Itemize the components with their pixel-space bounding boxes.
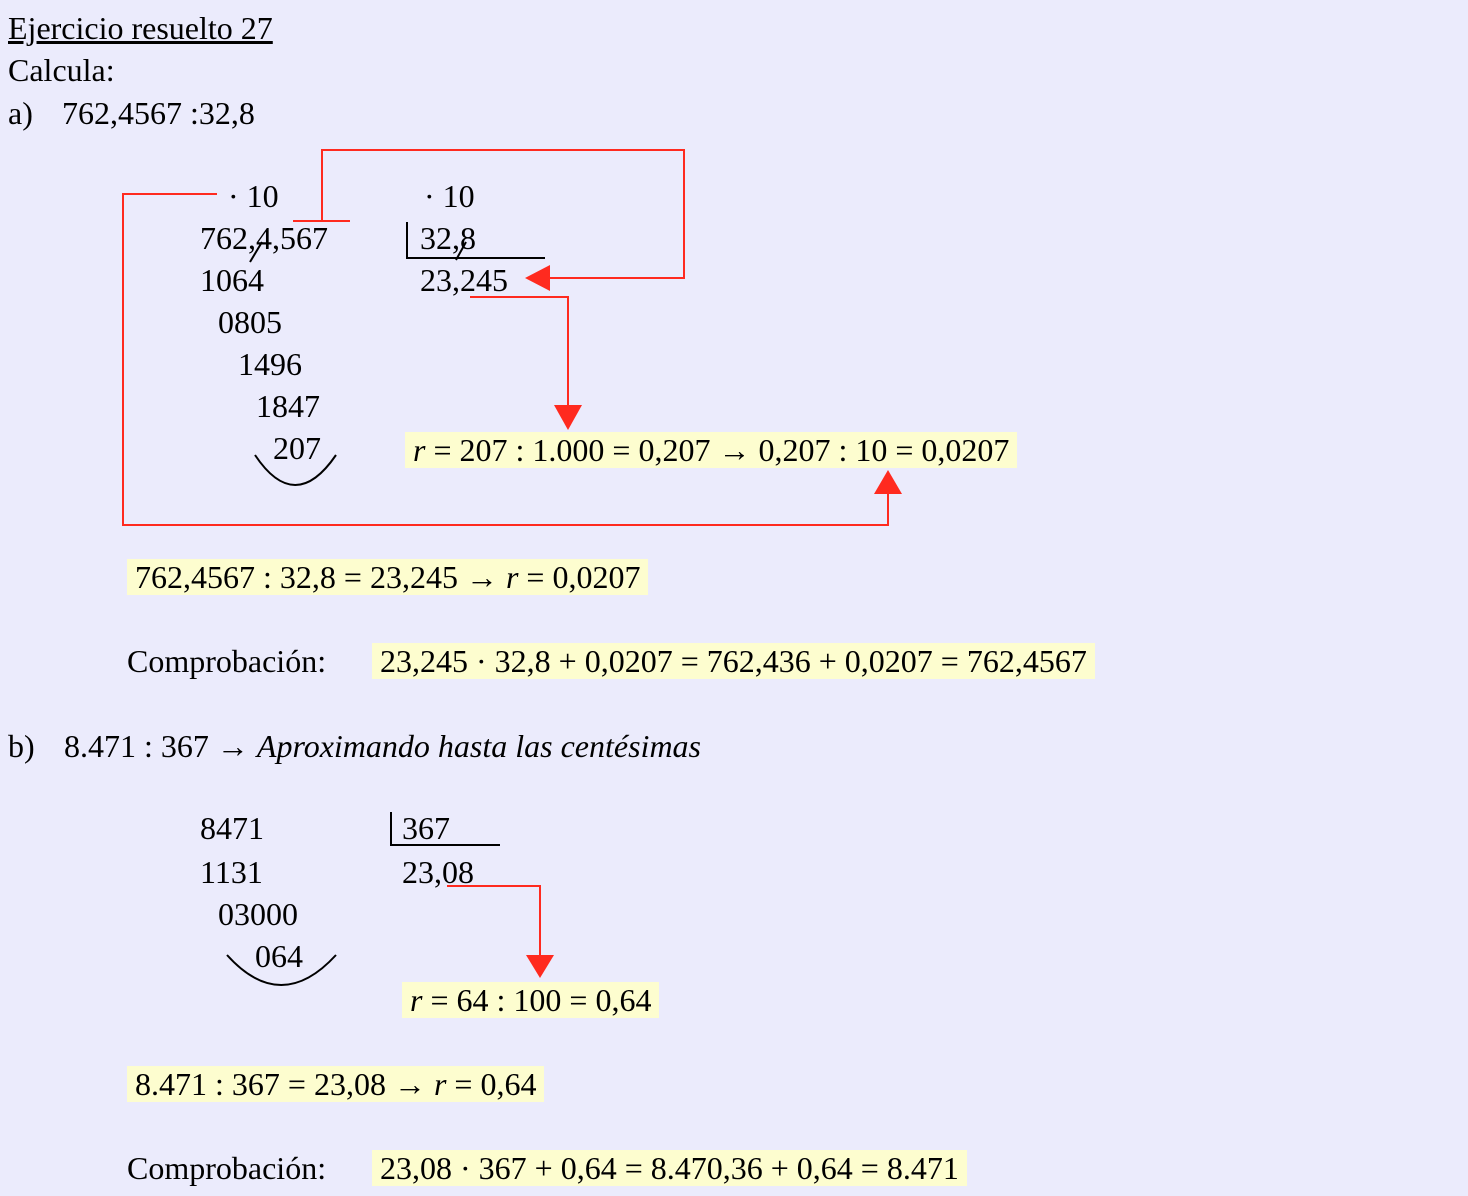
arrow-line-quotient [470, 296, 569, 407]
step-b: 1131 [200, 854, 263, 890]
division-bracket-a [406, 222, 545, 259]
comma-strike-dividend [249, 241, 263, 263]
part-b-problem: 8.471 : 367 → Aproximando hasta las cent… [64, 730, 701, 762]
remainder-arc-a [254, 454, 337, 486]
step-a: 1064 [200, 262, 264, 298]
quotient-a: 23,245 [420, 262, 508, 298]
result-main: 762,4567 : 32,8 = 23,245 → [135, 559, 506, 595]
quotient-b: 23,08 [402, 854, 474, 890]
var-r: r [410, 982, 423, 1018]
remainder-expr-text: = 64 : 100 = 0,64 [422, 982, 652, 1018]
dividend-a: 762,4,567 [200, 220, 328, 256]
remainder-a: 207 [273, 430, 321, 466]
instruction: Calcula: [8, 52, 115, 88]
remainder-b: 064 [255, 938, 303, 974]
divisor-a: 32,8 [420, 220, 476, 256]
step-b: 03000 [218, 896, 298, 932]
mult-left: · 10 [228, 178, 279, 214]
check-label-b: Comprobación: [127, 1150, 327, 1186]
part-b-expr: 8.471 : 367 → [64, 728, 257, 764]
dividend-b: 8471 [200, 810, 264, 846]
check-expression-a: 23,245 · 32,8 + 0,0207 = 762,436 + 0,020… [372, 643, 1095, 679]
var-r: r [433, 1066, 447, 1102]
remainder-arc-b [226, 954, 337, 986]
result-main: 8.471 : 367 = 23,08 → [135, 1066, 434, 1102]
part-a-problem: 762,4567 :32,8 [62, 95, 255, 131]
page-title: Ejercicio resuelto 27 [8, 10, 273, 46]
remainder-expression-a: r = 207 : 1.000 = 0,207 → 0,207 : 10 = 0… [405, 432, 1018, 468]
comma-strike-divisor [455, 241, 467, 261]
var-r: r [413, 432, 426, 468]
part-b-label: b) [8, 728, 35, 764]
arrow-head-down-b [526, 955, 554, 978]
division-bracket-b [390, 812, 500, 846]
check-label-a: Comprobación: [127, 643, 327, 679]
result-a: 762,4567 : 32,8 = 23,245 → r = 0,0207 [127, 559, 649, 595]
result-b: 8.471 : 367 = 23,08 → r = 0,64 [127, 1066, 545, 1102]
remainder-expression-b: r = 64 : 100 = 0,64 [402, 982, 660, 1018]
result-tail: = 0,0207 [518, 559, 641, 595]
step-a: 1847 [256, 388, 320, 424]
arrow-head-down [554, 405, 582, 430]
arrow-head-up [874, 470, 902, 494]
arrow-line-left-mult [122, 193, 889, 526]
arrow-line-b [447, 885, 541, 957]
check-expression-b: 23,08 · 367 + 0,64 = 8.470,36 + 0,64 = 8… [372, 1150, 967, 1186]
step-a: 0805 [218, 304, 282, 340]
result-tail: = 0,64 [446, 1066, 537, 1102]
divisor-b: 367 [402, 810, 450, 846]
arrow-head-left [525, 265, 550, 291]
var-r: r [505, 559, 519, 595]
step-a: 1496 [238, 346, 302, 382]
arrow-line-top [321, 149, 685, 279]
remainder-expr-text: = 207 : 1.000 = 0,207 → 0,207 : 10 = 0,0… [425, 432, 1010, 468]
part-a-label: a) [8, 95, 33, 131]
part-b-note: Aproximando hasta las centésimas [256, 728, 701, 764]
mult-right: · 10 [424, 178, 475, 214]
